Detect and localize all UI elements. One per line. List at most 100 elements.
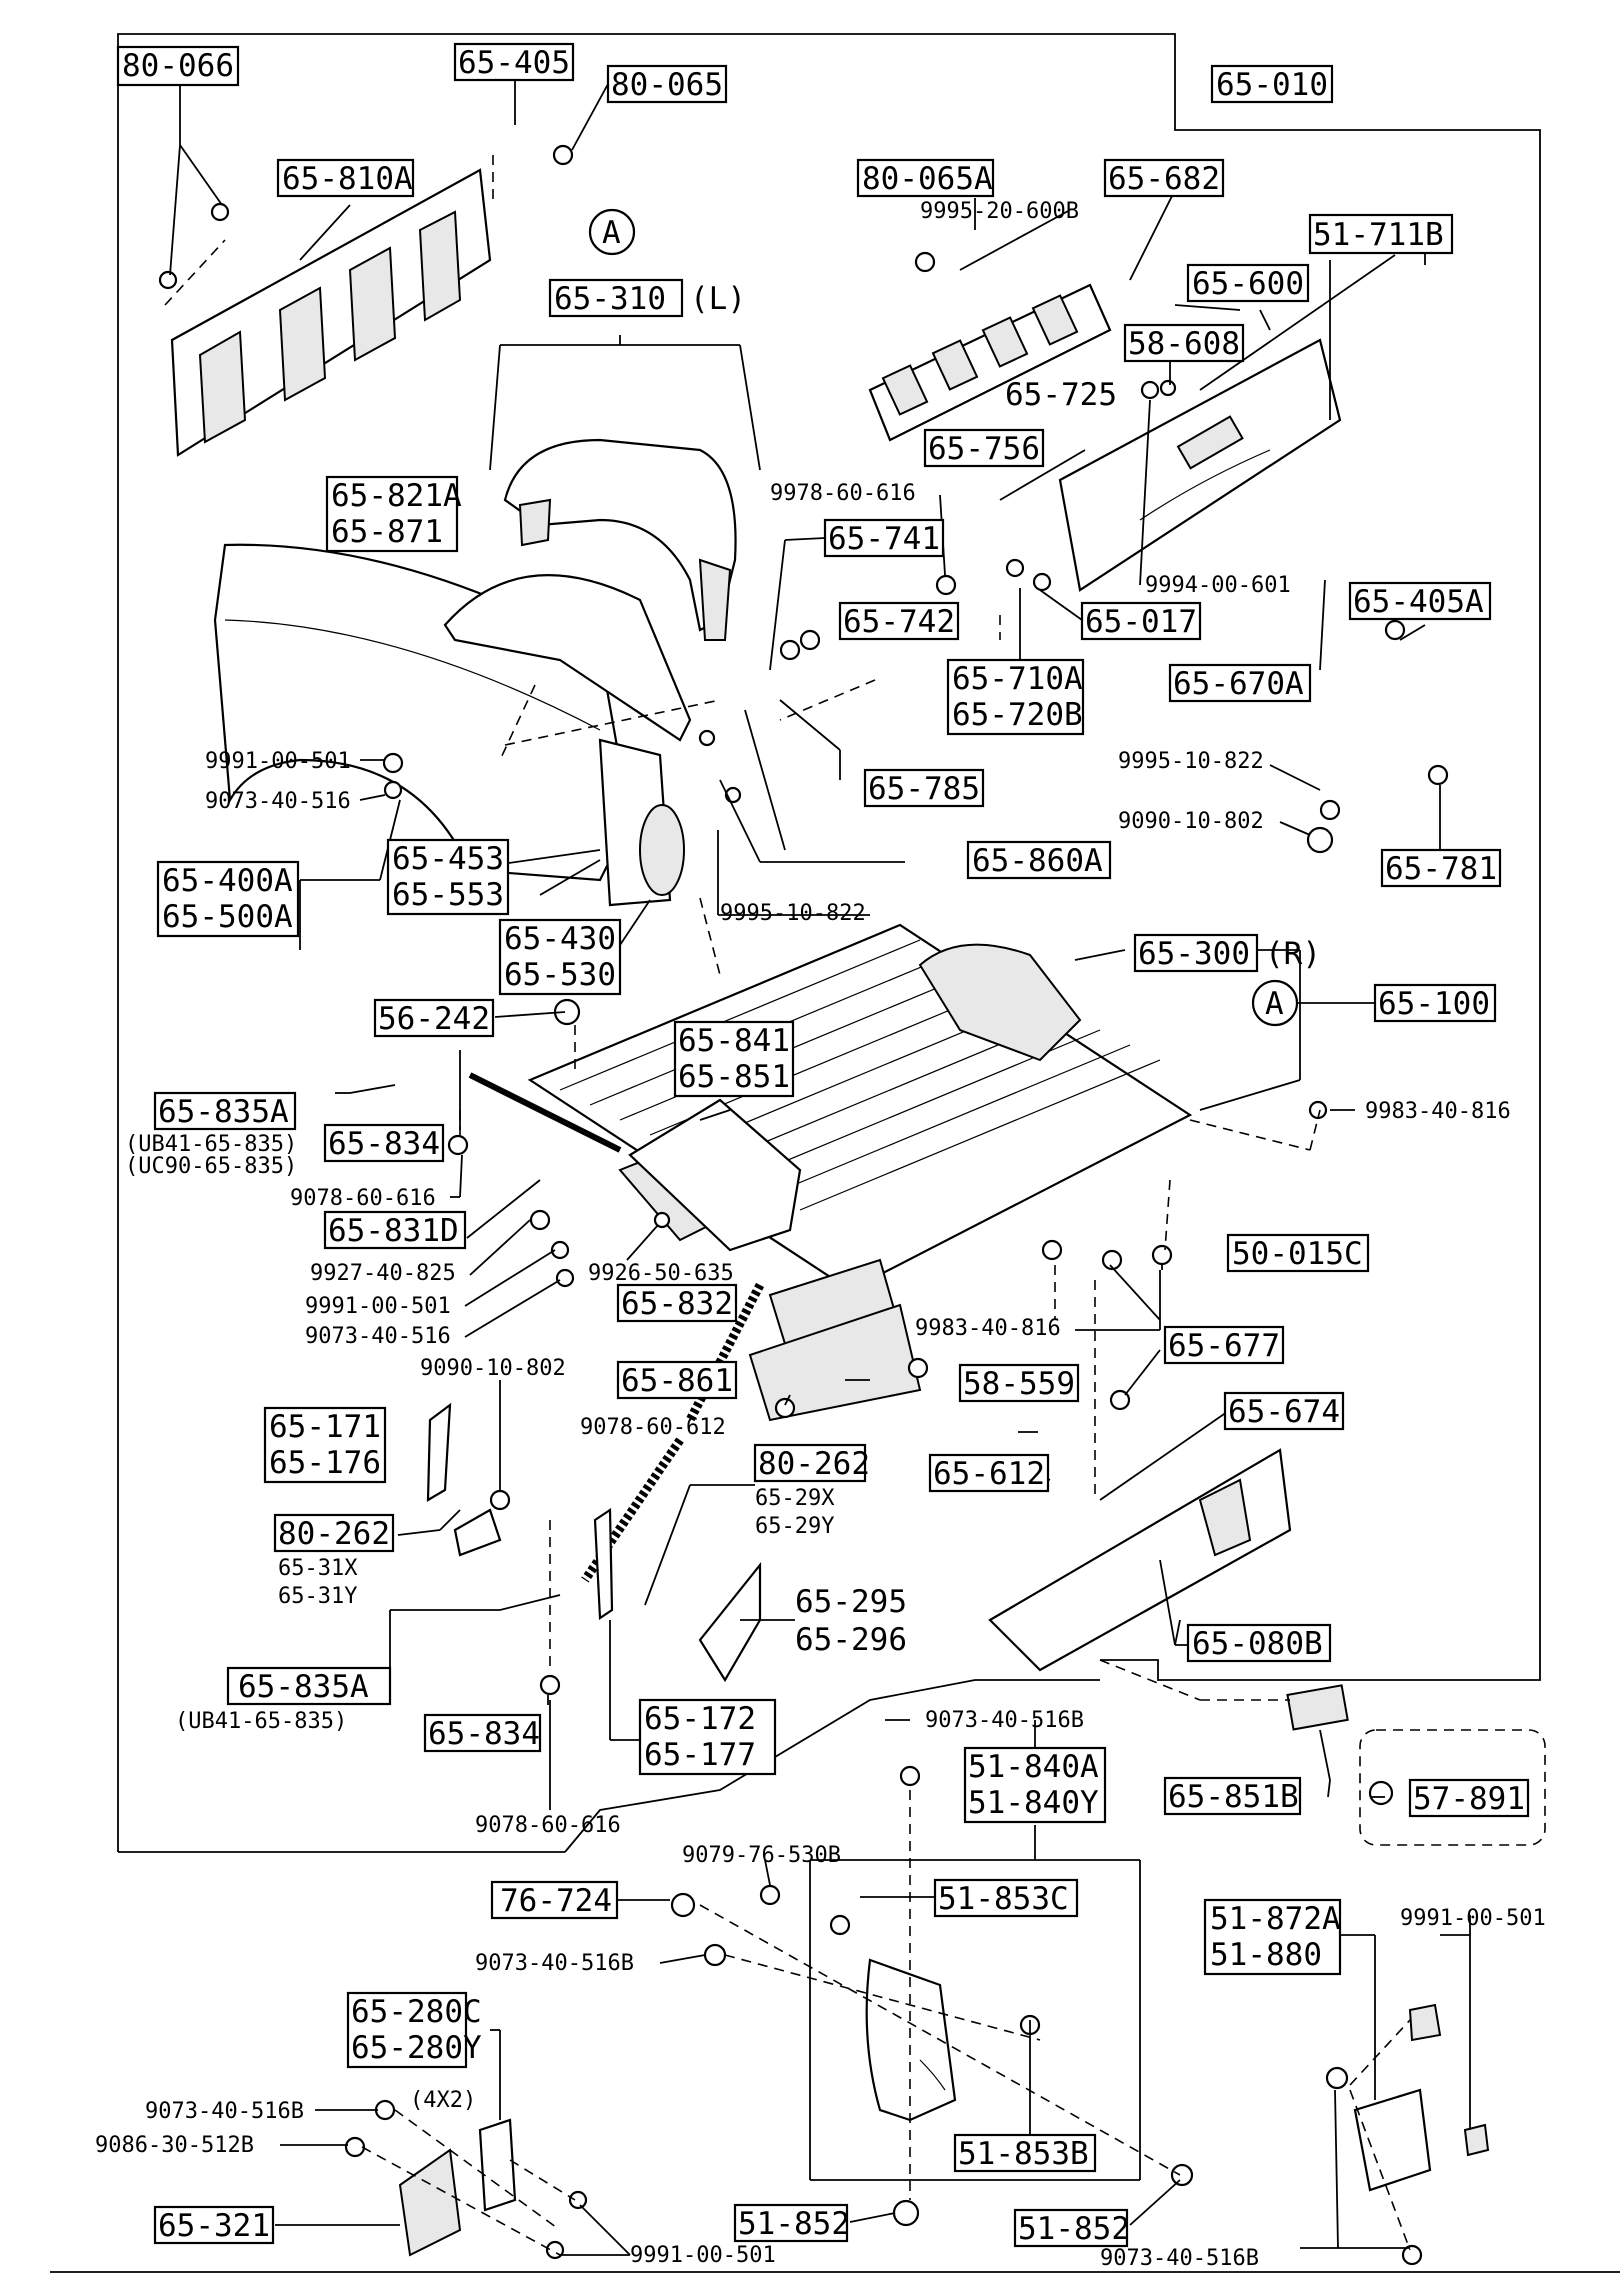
label-box-80-066 <box>116 45 240 87</box>
label-65-280y: 65-280Y <box>351 2030 482 2066</box>
label-9983-40-816-a: 9983-40-816 <box>1365 1099 1511 1124</box>
label-65-670a: 65-670A <box>1173 666 1304 702</box>
label-box-65-781 <box>1380 848 1502 888</box>
label-65-29y: 65-29Y <box>755 1514 834 1539</box>
label-65-851: 65-851 <box>678 1059 790 1095</box>
label-box-51-840a <box>963 1746 1107 1824</box>
label-box-65-674 <box>1223 1391 1345 1431</box>
label-65-310: 65-310 <box>554 281 666 317</box>
label-9927-40-825: 9927-40-825 <box>310 1261 456 1286</box>
label-65-821a: 65-821A <box>331 478 462 514</box>
mud-flap-part <box>865 1958 957 2122</box>
label-51-853b: 51-853B <box>958 2136 1089 2172</box>
label-65-553: 65-553 <box>392 877 504 913</box>
label-65-832: 65-832 <box>621 1286 733 1322</box>
label-box-80-262-b <box>273 1513 395 1553</box>
label-65-835a-a: 65-835A <box>158 1094 289 1130</box>
label-box-51-852-b <box>1013 2208 1129 2248</box>
label-80-066: 80-066 <box>122 48 234 84</box>
label-65-682: 65-682 <box>1108 161 1220 197</box>
label-51-853c: 51-853C <box>938 1881 1069 1917</box>
label-9978-60-616: 9978-60-616 <box>770 481 916 506</box>
label-box-80-262-a <box>753 1443 867 1483</box>
label-58-608: 58-608 <box>1128 326 1240 362</box>
label-box-65-756 <box>923 428 1045 468</box>
label-9073-40-516b-a: 9073-40-516B <box>925 1708 1084 1733</box>
mud-flap-bracket-part <box>1353 2003 1490 2192</box>
label-9995-10-822-b: 9995-10-822 <box>720 901 866 926</box>
label-65-280c: 65-280C <box>351 1994 482 2030</box>
label-box-65-080b <box>1186 1623 1332 1663</box>
label-box-65-710a <box>946 658 1085 736</box>
label-9073-40-516b-b: 9073-40-516B <box>475 1951 634 1976</box>
label-box-65-785 <box>863 768 985 808</box>
label-box-65-310 <box>548 278 684 318</box>
label-76-724: 76-724 <box>500 1883 612 1919</box>
rear-crossmember-part <box>988 1448 1292 1672</box>
label-box-65-835a-a <box>153 1091 297 1131</box>
label-51-840a: 51-840A <box>968 1749 1099 1785</box>
label-65-720b: 65-720B <box>952 697 1083 733</box>
label-box-65-851b <box>1163 1776 1302 1816</box>
label-9991-00-501-c: 9991-00-501 <box>1400 1906 1546 1931</box>
label-65-677: 65-677 <box>1168 1328 1280 1364</box>
label-box-50-015c <box>1226 1233 1370 1273</box>
label-65-725: 65-725 <box>1005 377 1117 413</box>
label-9991-00-501-a: 9991-00-501 <box>205 749 351 774</box>
label-box-65-300 <box>1133 933 1259 973</box>
label-65-785: 65-785 <box>868 771 980 807</box>
label-box-51-711b <box>1308 213 1454 255</box>
callout-a-top <box>588 208 636 256</box>
label-9073-40-516b-c: 9073-40-516B <box>145 2099 304 2124</box>
label-65-321: 65-321 <box>158 2208 270 2244</box>
label-65-453: 65-453 <box>392 841 504 877</box>
label-65-831d: 65-831D <box>328 1213 459 1249</box>
label-box-57-891 <box>1408 1778 1530 1818</box>
label-65-834-a: 65-834 <box>328 1126 440 1162</box>
label-9073-40-516b-d: 9073-40-516B <box>1100 2246 1259 2271</box>
label-9994-00-601: 9994-00-601 <box>1145 573 1291 598</box>
label-65-834-b: 65-834 <box>428 1716 540 1752</box>
label-box-51-852-a <box>733 2203 849 2243</box>
label-box-58-608 <box>1123 323 1245 363</box>
label-65-841: 65-841 <box>678 1023 790 1059</box>
label-9983-40-816-b: 9983-40-816 <box>915 1316 1061 1341</box>
label-box-80-065 <box>606 64 728 104</box>
label-box-65-453 <box>386 838 510 916</box>
label-box-65-861 <box>616 1360 738 1400</box>
label-65-612: 65-612 <box>933 1456 1045 1492</box>
label-65-741: 65-741 <box>828 521 940 557</box>
label-65-861: 65-861 <box>621 1363 733 1399</box>
label-box-58-559 <box>958 1363 1080 1403</box>
label-80-065: 80-065 <box>611 67 723 103</box>
label-box-80-065a <box>856 158 995 198</box>
gusset-part <box>698 1561 762 1683</box>
label-65-172: 65-172 <box>644 1701 756 1737</box>
label-65-31x: 65-31X <box>278 1556 358 1581</box>
label-box-65-405 <box>453 42 575 82</box>
tailgate-part <box>1058 338 1342 592</box>
support-rod-part <box>698 709 786 851</box>
label-65-871: 65-871 <box>331 514 443 550</box>
label-65-400a: 65-400A <box>162 863 293 899</box>
label-57-891: 57-891 <box>1413 1781 1525 1817</box>
bed-floor-part <box>527 923 1193 1292</box>
label-65-100: 65-100 <box>1378 986 1490 1022</box>
label-box-65-742 <box>838 601 960 641</box>
label-9078-60-616-b: 9078-60-616 <box>475 1813 621 1838</box>
inner-panel-part <box>443 574 692 742</box>
label-box-65-682 <box>1103 158 1225 198</box>
label-65-29x: 65-29X <box>755 1486 835 1511</box>
label-box-65-612 <box>928 1453 1050 1493</box>
label-65-176: 65-176 <box>269 1445 381 1481</box>
label-51-840y: 51-840Y <box>968 1785 1099 1821</box>
label-9078-60-616-a: 9078-60-616 <box>290 1186 436 1211</box>
label-65-500a: 65-500A <box>162 899 293 935</box>
part-labels: 80-066 65-405 80-065 65-010 65-810A 80-0… <box>95 42 1546 2271</box>
label-box-65-810a <box>276 158 415 198</box>
label-51-852-a: 51-852 <box>738 2206 850 2242</box>
label-65-017: 65-017 <box>1085 604 1197 640</box>
label-65-300: 65-300 <box>1138 936 1250 972</box>
cross-members-part <box>618 1098 922 1422</box>
label-65-296: 65-296 <box>795 1622 907 1658</box>
